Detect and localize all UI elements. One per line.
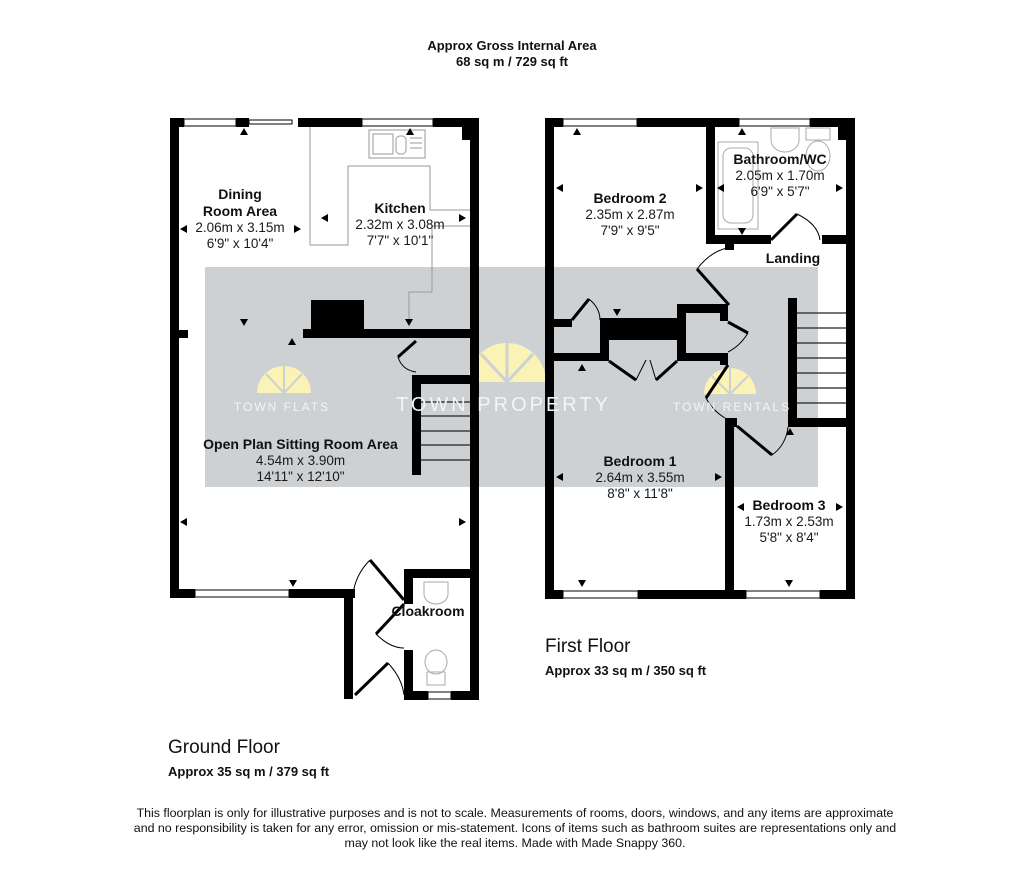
room-metric: 1.73m x 2.53m	[744, 514, 834, 529]
cloakroom-fixtures	[423, 581, 449, 686]
room-sitting: Open Plan Sitting Room Area 4.54m x 3.90…	[188, 436, 413, 485]
room-name: Bedroom 1	[603, 453, 677, 469]
room-cloakroom: Cloakroom	[391, 603, 465, 619]
room-name: Room Area	[202, 203, 278, 219]
room-bedroom-1: Bedroom 1 2.64m x 3.55m 8'8" x 11'8"	[580, 453, 700, 502]
room-imperial: 6'9" x 5'7"	[750, 184, 810, 199]
room-metric: 4.54m x 3.90m	[255, 453, 346, 468]
watermark-town-property: TOWN PROPERTY	[396, 394, 611, 416]
room-name: Bathroom/WC	[733, 151, 827, 167]
room-metric: 2.35m x 2.87m	[585, 207, 675, 222]
room-bathroom: Bathroom/WC 2.05m x 1.70m 6'9" x 5'7"	[722, 151, 838, 200]
room-kitchen: Kitchen 2.32m x 3.08m 7'7" x 10'1"	[340, 200, 460, 249]
room-imperial: 6'9" x 10'4"	[206, 236, 274, 251]
gross-area-title: Approx Gross Internal Area	[427, 38, 597, 53]
room-name: Bedroom 2	[593, 190, 667, 206]
first-floor-area: Approx 33 sq m / 350 sq ft	[545, 663, 707, 678]
ground-stairs	[421, 401, 470, 461]
room-metric: 2.32m x 3.08m	[355, 217, 445, 232]
bathroom-fixtures	[717, 127, 831, 230]
room-bedroom-3: Bedroom 3 1.73m x 2.53m 5'8" x 8'4"	[736, 497, 842, 546]
room-dining: Dining Room Area 2.06m x 3.15m 6'9" x 10…	[180, 186, 300, 252]
room-imperial: 7'7" x 10'1"	[366, 233, 434, 248]
ground-floor-title: Ground Floor	[168, 737, 280, 758]
sun-logo-right-icon	[704, 368, 756, 395]
disclaimer-line: and no responsibility is taken for any e…	[133, 821, 897, 835]
kitchen-worktops	[309, 127, 470, 325]
room-bedroom-2: Bedroom 2 2.35m x 2.87m 7'9" x 9'5"	[570, 190, 690, 239]
sun-logo-center-icon	[468, 343, 546, 384]
disclaimer: This floorplan is only for illustrative …	[120, 806, 910, 851]
first-floor-title: First Floor	[545, 636, 631, 657]
ground-floor-area: Approx 35 sq m / 379 sq ft	[168, 764, 330, 779]
room-imperial: 8'8" x 11'8"	[607, 486, 673, 501]
watermark-town-flats: TOWN FLATS	[233, 400, 331, 414]
room-metric: 2.64m x 3.55m	[595, 470, 685, 485]
disclaimer-line: This floorplan is only for illustrative …	[136, 806, 894, 820]
room-metric: 2.05m x 1.70m	[735, 168, 825, 183]
room-name: Kitchen	[374, 200, 426, 216]
watermark-town-rentals: TOWN RENTALS	[672, 400, 792, 414]
first-floor-walls	[545, 118, 855, 599]
ground-doors	[352, 339, 417, 697]
room-name: Dining	[218, 186, 262, 202]
room-imperial: 14'11" x 12'10"	[256, 469, 345, 484]
gross-area-value: 68 sq m / 729 sq ft	[456, 54, 568, 69]
room-imperial: 5'8" x 8'4"	[759, 530, 819, 545]
ground-floor-walls	[170, 118, 479, 700]
room-name: Bedroom 3	[752, 497, 826, 513]
disclaimer-line: may not look like the real items. Made w…	[344, 836, 686, 850]
room-name: Open Plan Sitting Room Area	[203, 436, 398, 452]
ground-floor-windows	[183, 118, 452, 700]
room-landing: Landing	[765, 250, 821, 266]
sun-logo-left-icon	[257, 366, 311, 394]
room-metric: 2.06m x 3.15m	[195, 220, 285, 235]
room-imperial: 7'9" x 9'5"	[600, 223, 660, 238]
first-stairs	[797, 312, 846, 404]
first-floor-windows	[562, 118, 821, 599]
first-floor-doors	[570, 212, 821, 457]
dimension-arrows	[180, 128, 843, 587]
